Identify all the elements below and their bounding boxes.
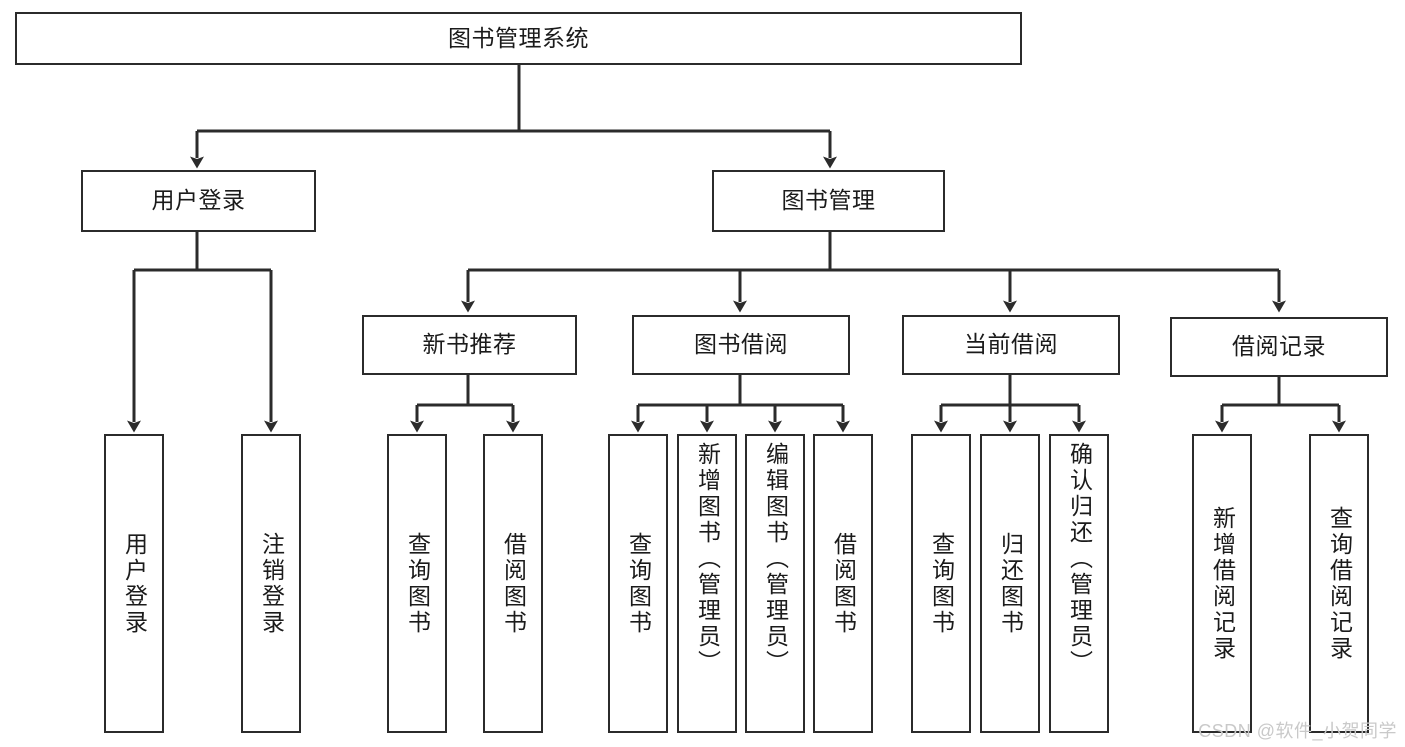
node-user-login[interactable]: 用户登录 <box>81 170 316 232</box>
leaf-add-record[interactable]: 新增借阅记录 <box>1192 434 1252 733</box>
node-current-borrow[interactable]: 当前借阅 <box>902 315 1120 375</box>
node-borrow-record[interactable]: 借阅记录 <box>1170 317 1388 377</box>
leaf-confirm-return-label: 确认归还（管理员） <box>1066 442 1093 676</box>
node-root-label: 图书管理系统 <box>448 24 589 51</box>
leaf-edit-book-label: 编辑图书（管理员） <box>762 442 789 676</box>
node-current-borrow-label: 当前借阅 <box>964 331 1058 358</box>
leaf-confirm-return[interactable]: 确认归还（管理员） <box>1049 434 1109 733</box>
node-user-login-label: 用户登录 <box>151 187 246 214</box>
leaf-query-book-1[interactable]: 查询图书 <box>387 434 447 733</box>
leaf-add-book-label: 新增图书（管理员） <box>694 442 721 676</box>
leaf-borrow-book-2-label: 借阅图书 <box>830 531 857 636</box>
node-borrow-record-label: 借阅记录 <box>1232 333 1326 360</box>
leaf-add-record-label: 新增借阅记录 <box>1209 505 1236 662</box>
leaf-borrow-book-2[interactable]: 借阅图书 <box>813 434 873 733</box>
leaf-user-logout[interactable]: 注销登录 <box>241 434 301 733</box>
leaf-add-book[interactable]: 新增图书（管理员） <box>677 434 737 733</box>
leaf-query-record-label: 查询借阅记录 <box>1326 505 1353 662</box>
leaf-user-login-label: 用户登录 <box>121 531 148 636</box>
leaf-query-book-2-label: 查询图书 <box>625 531 652 636</box>
node-new-book-recommend-label: 新书推荐 <box>422 331 517 358</box>
node-book-manage-label: 图书管理 <box>781 187 876 214</box>
leaf-user-login[interactable]: 用户登录 <box>104 434 164 733</box>
leaf-query-record[interactable]: 查询借阅记录 <box>1309 434 1369 733</box>
node-root[interactable]: 图书管理系统 <box>15 12 1022 65</box>
leaf-query-book-1-label: 查询图书 <box>404 531 431 636</box>
watermark-text: CSDN @软件_小贺同学 <box>1198 721 1397 741</box>
leaf-borrow-book-1-label: 借阅图书 <box>500 531 527 636</box>
leaf-query-book-3[interactable]: 查询图书 <box>911 434 971 733</box>
leaf-user-logout-label: 注销登录 <box>258 531 285 636</box>
node-book-manage[interactable]: 图书管理 <box>712 170 945 232</box>
leaf-return-book-label: 归还图书 <box>997 531 1024 636</box>
node-book-borrow-label: 图书借阅 <box>694 331 788 358</box>
leaf-query-book-2[interactable]: 查询图书 <box>608 434 668 733</box>
node-book-borrow[interactable]: 图书借阅 <box>632 315 850 375</box>
leaf-return-book[interactable]: 归还图书 <box>980 434 1040 733</box>
leaf-edit-book[interactable]: 编辑图书（管理员） <box>745 434 805 733</box>
leaf-query-book-3-label: 查询图书 <box>928 531 955 636</box>
node-new-book-recommend[interactable]: 新书推荐 <box>362 315 577 375</box>
leaf-borrow-book-1[interactable]: 借阅图书 <box>483 434 543 733</box>
